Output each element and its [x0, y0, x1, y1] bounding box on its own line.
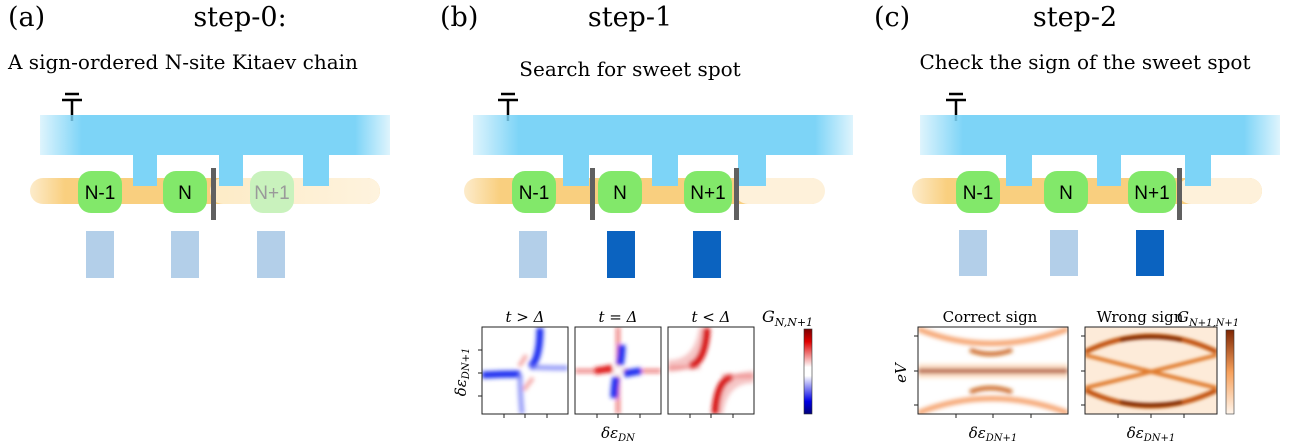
charge-sensor — [257, 231, 285, 278]
panel-b-title: step-1 — [587, 2, 673, 33]
quantum-dot — [1044, 171, 1088, 213]
panel-b-letter: (b) — [440, 2, 479, 33]
charge-sensor — [959, 230, 987, 276]
spectrum-map — [918, 327, 1068, 414]
axis-ticks — [914, 335, 1185, 418]
charge-sensor — [86, 231, 114, 278]
lead-finger — [1097, 150, 1121, 186]
x-axis-label: δεDN+1 — [969, 424, 1018, 444]
dot-label: N-1 — [519, 183, 550, 204]
panel-c-device: N-1 N N+1 — [912, 92, 1280, 276]
colorbar — [803, 328, 813, 415]
dot-label: N+1 — [690, 183, 725, 204]
inset-b: t > Δ t = Δ t < Δ — [452, 307, 813, 444]
lead-finger — [133, 150, 157, 186]
charge-sensor — [1050, 230, 1078, 276]
dot-label-faded: N+1 — [254, 183, 289, 204]
subplot-title: Correct sign — [943, 308, 1038, 326]
panel-a-title: step-0: — [193, 2, 287, 33]
tunnel-barrier — [734, 168, 739, 220]
tunnel-barrier — [590, 168, 595, 220]
colorbar-label: GN+1,N+1 — [1177, 308, 1239, 329]
tunnel-barrier — [211, 168, 216, 220]
charge-sensor — [171, 231, 199, 278]
panel-a-subtitle: A sign-ordered N-site Kitaev chain — [8, 50, 358, 74]
panel-b-subtitle: Search for sweet spot — [519, 57, 741, 81]
panel-a-device: N-1 N N+1 — [30, 92, 390, 278]
subplot-title: t > Δ — [506, 308, 545, 326]
lead-finger — [1185, 150, 1211, 186]
conductance-map — [668, 327, 754, 414]
quantum-dot — [512, 171, 556, 213]
charge-sensor — [519, 231, 547, 278]
panel-c-letter: (c) — [874, 2, 911, 33]
lead-finger — [563, 150, 589, 186]
charge-sensor — [1136, 230, 1164, 276]
dot-label: N — [613, 183, 627, 204]
panel-c-title: step-2 — [1032, 2, 1118, 33]
conductance-map — [482, 327, 568, 414]
x-axis-label: δεDN — [601, 424, 636, 444]
axis-ticks — [478, 349, 734, 418]
dot-label: N-1 — [85, 183, 116, 204]
lead-bar — [920, 115, 1280, 155]
subplot-title: t < Δ — [692, 308, 731, 326]
conductance-map — [575, 327, 661, 414]
dot-label: N-1 — [963, 183, 994, 204]
subplot-title: t = Δ — [599, 308, 638, 326]
quantum-dot — [163, 171, 207, 213]
lead-bar — [473, 115, 853, 155]
panel-c-subtitle: Check the sign of the sweet spot — [919, 50, 1251, 74]
subplot-title: Wrong sign — [1097, 308, 1184, 326]
y-axis-label: eV — [892, 361, 910, 383]
quantum-dot — [956, 171, 1000, 213]
spectrum-map — [1085, 327, 1217, 414]
panel-a-letter: (a) — [8, 2, 46, 33]
quantum-dot — [78, 171, 122, 213]
dot-label: N+1 — [1134, 183, 1169, 204]
inset-c: Correct sign Wrong sign — [892, 308, 1239, 444]
quantum-dot-faded — [250, 171, 294, 213]
dot-label: N — [178, 183, 192, 204]
dot-label: N — [1059, 183, 1073, 204]
charge-sensor — [693, 231, 721, 278]
quantum-dot — [598, 171, 642, 213]
quantum-dot — [684, 171, 732, 213]
y-axis-label: δεDN+1 — [452, 348, 472, 397]
charge-sensor — [607, 231, 635, 278]
lead-finger — [652, 150, 678, 186]
colorbar-label: GN,N+1 — [762, 307, 813, 329]
panel-b-device: N-1 N N+1 — [464, 92, 853, 278]
quantum-dot — [1128, 171, 1176, 213]
colorbar — [1225, 329, 1235, 415]
lead-finger — [1006, 150, 1032, 186]
lead-finger — [303, 150, 329, 186]
lead-finger — [738, 150, 766, 186]
tunnel-barrier — [1177, 168, 1182, 220]
lead-finger — [219, 150, 243, 186]
x-axis-label: δεDN+1 — [1127, 424, 1176, 444]
lead-bar — [40, 115, 390, 155]
